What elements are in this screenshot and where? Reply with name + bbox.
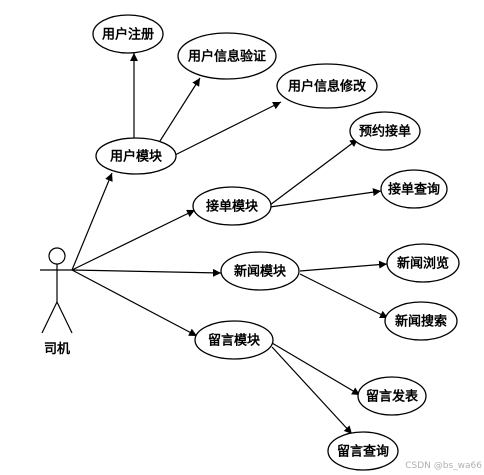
use-case-user-register[interactable]: 用户注册 bbox=[92, 14, 164, 54]
actor-associations bbox=[71, 172, 222, 337]
use-case-label: 接单模块 bbox=[206, 199, 259, 215]
watermark-text: CSDN @bs_wa66 bbox=[405, 461, 482, 471]
use-case-message-module[interactable]: 留言模块 bbox=[194, 320, 274, 360]
rel-order-module-reserve bbox=[269, 138, 359, 206]
rel-order-module-query bbox=[269, 188, 382, 208]
use-case-user-info-verify[interactable]: 用户信息验证 bbox=[177, 32, 277, 80]
use-case-label: 用户信息修改 bbox=[287, 79, 367, 95]
rel-user-module-verify bbox=[159, 77, 201, 142]
use-case-label: 新闻搜索 bbox=[395, 314, 447, 330]
use-case-label: 预约接单 bbox=[359, 124, 411, 140]
use-case-news-module[interactable]: 新闻模块 bbox=[220, 251, 300, 291]
use-case-order-module[interactable]: 接单模块 bbox=[192, 186, 272, 226]
module-relations bbox=[130, 53, 389, 435]
actor-label: 司机 bbox=[44, 341, 70, 357]
use-case-user-info-edit[interactable]: 用户信息修改 bbox=[276, 63, 378, 109]
rel-message-module-post bbox=[271, 342, 361, 396]
use-case-label: 留言模块 bbox=[208, 333, 261, 349]
actor-left-leg bbox=[41, 301, 58, 334]
use-case-label: 新闻模块 bbox=[234, 264, 287, 280]
actor-driver[interactable]: 司机 bbox=[40, 247, 74, 357]
use-case-message-query[interactable]: 留言查询 bbox=[327, 431, 399, 471]
rel-news-module-search bbox=[299, 273, 389, 319]
use-case-user-module[interactable]: 用户模块 bbox=[95, 137, 177, 175]
actor-right-leg bbox=[56, 301, 73, 334]
assoc-actor-news-module bbox=[71, 268, 222, 277]
use-case-order-query[interactable]: 接单查询 bbox=[380, 169, 448, 209]
rel-news-module-browse bbox=[299, 260, 388, 272]
use-case-news-search[interactable]: 新闻搜索 bbox=[384, 301, 458, 341]
use-case-label: 留言查询 bbox=[337, 444, 389, 460]
rel-user-module-edit bbox=[174, 101, 282, 156]
actor-head bbox=[48, 247, 66, 265]
assoc-actor-message-module bbox=[71, 269, 198, 337]
use-case-label: 留言发表 bbox=[366, 389, 419, 405]
use-case-message-post[interactable]: 留言发表 bbox=[357, 376, 427, 416]
use-case-label: 新闻浏览 bbox=[397, 256, 449, 272]
use-case-reserve-order[interactable]: 预约接单 bbox=[349, 111, 421, 151]
rel-message-module-query bbox=[271, 346, 353, 435]
use-case-news-browse[interactable]: 新闻浏览 bbox=[386, 243, 460, 283]
assoc-actor-user-module bbox=[71, 172, 113, 271]
use-case-label: 用户注册 bbox=[101, 27, 154, 43]
assoc-actor-order-module bbox=[71, 209, 196, 271]
use-case-label: 用户模块 bbox=[109, 149, 163, 165]
use-case-label: 接单查询 bbox=[388, 182, 440, 198]
use-case-label: 用户信息验证 bbox=[187, 49, 266, 65]
